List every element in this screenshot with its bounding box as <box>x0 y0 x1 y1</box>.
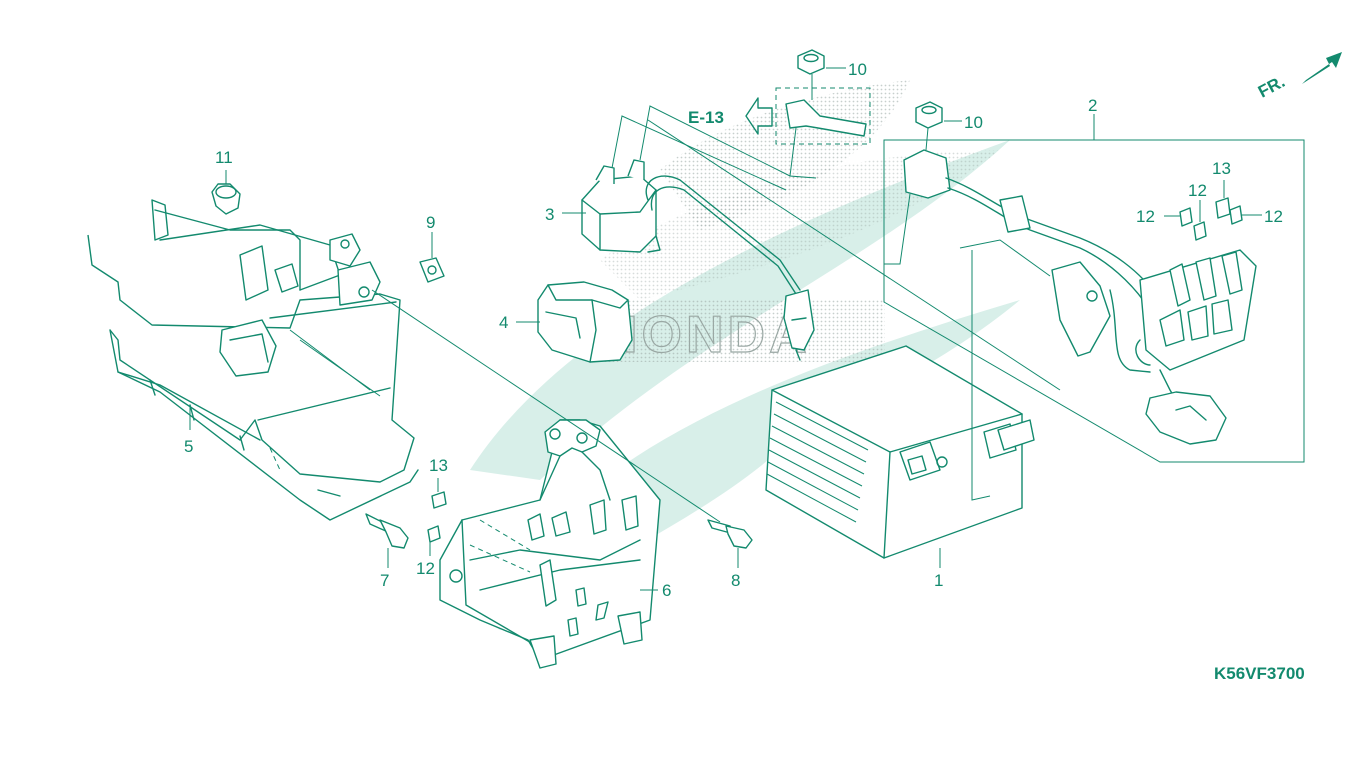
cross-reference: E-13 <box>688 87 871 145</box>
leader-lines <box>189 67 1262 591</box>
bracket-clips <box>427 491 447 543</box>
watermark-text: HONDA <box>600 306 811 364</box>
callout-11: 11 <box>215 148 233 167</box>
part-8-bolt <box>707 519 753 549</box>
callout-12-harness-left: 12 <box>1136 207 1155 226</box>
callout-3: 3 <box>545 205 554 224</box>
callout-1: 1 <box>934 571 943 590</box>
part-2-battery-harness <box>883 139 1305 463</box>
part-10-nut-upper <box>797 49 825 75</box>
diagram-code: K56VF3700 <box>1214 664 1305 683</box>
part-11-grommet <box>211 183 241 215</box>
part-9-clip-nut <box>419 257 445 283</box>
part-6-bracket <box>439 419 661 669</box>
front-arrow-icon <box>1302 52 1342 84</box>
callout-6: 6 <box>662 581 671 600</box>
callout-2: 2 <box>1088 96 1097 115</box>
part-10-nut-right <box>915 101 943 129</box>
harness-clips <box>1179 197 1243 241</box>
relay-terminal-cap <box>785 99 867 137</box>
callout-12-harness-middle: 12 <box>1188 181 1207 200</box>
front-direction-indicator: FR. <box>1255 52 1342 102</box>
callout-4: 4 <box>499 313 508 332</box>
callout-12-bracket: 12 <box>416 559 435 578</box>
cross-ref-label: E-13 <box>688 108 724 127</box>
part-4-relay-cover <box>537 281 633 363</box>
part-3-starter-relay <box>581 159 815 361</box>
callout-8: 8 <box>731 571 740 590</box>
callout-13-bracket: 13 <box>429 456 448 475</box>
part-1-battery <box>765 345 1035 559</box>
callout-10-right: 10 <box>964 113 983 132</box>
callout-labels: 1 2 3 4 5 6 7 8 9 10 10 11 12 12 12 12 1… <box>184 60 1283 600</box>
callout-7: 7 <box>380 571 389 590</box>
callout-10-upper: 10 <box>848 60 867 79</box>
front-label: FR. <box>1255 72 1288 102</box>
callout-13-harness: 13 <box>1212 159 1231 178</box>
battery-box-tray <box>87 199 419 521</box>
part-7-bolt <box>365 513 409 549</box>
callout-9: 9 <box>426 213 435 232</box>
callout-12-harness-right: 12 <box>1264 207 1283 226</box>
cross-ref-arrow-icon <box>745 97 773 135</box>
callout-5: 5 <box>184 437 193 456</box>
cross-ref-box <box>775 87 871 145</box>
